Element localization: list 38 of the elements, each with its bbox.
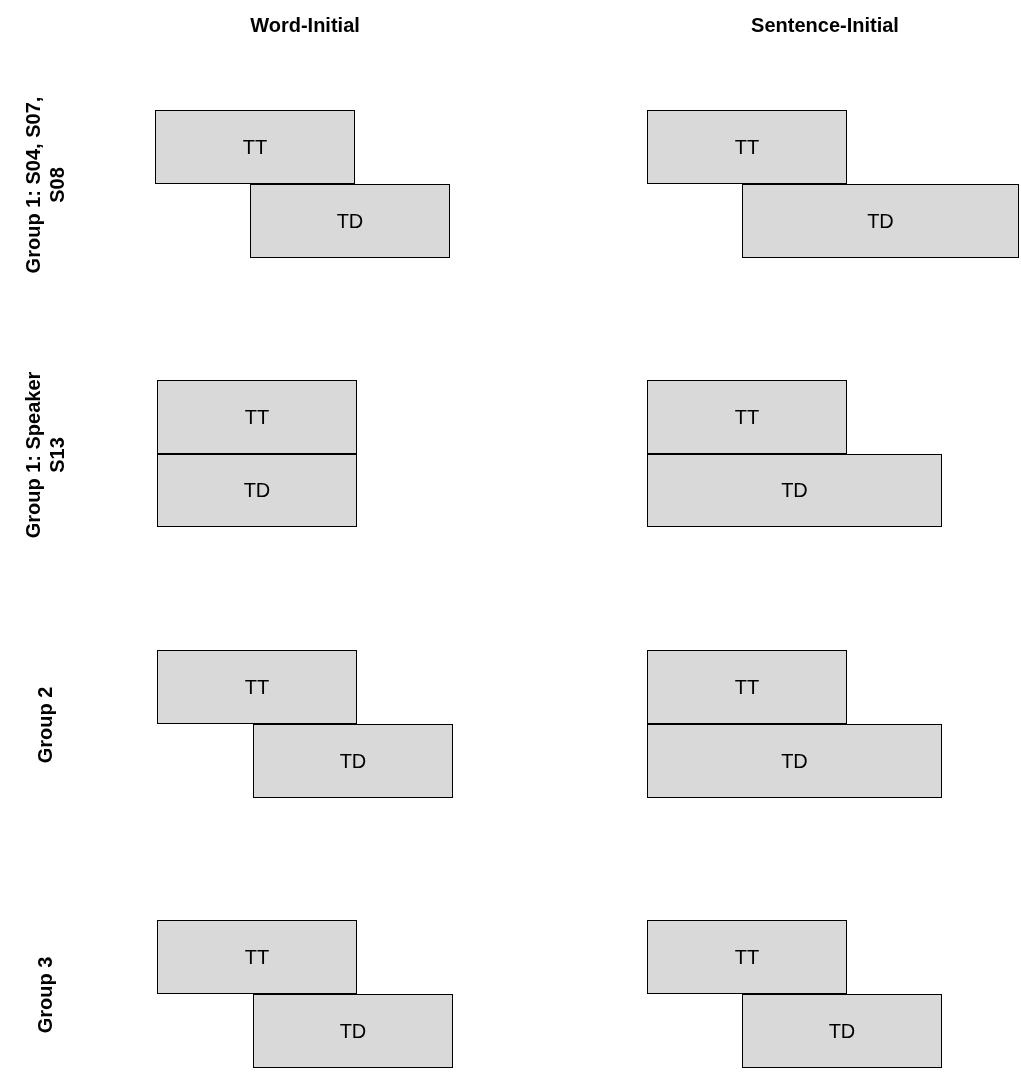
row-heading: Group 1: S04, S07, S08 (21, 95, 69, 276)
duration-bar (157, 920, 357, 994)
column-heading: Sentence-Initial (750, 14, 900, 37)
duration-bar (647, 920, 847, 994)
bar-label: TT (734, 675, 760, 699)
bar-label: TT (242, 135, 268, 159)
bar-label: TD (781, 479, 808, 502)
row-heading: Group 2 (33, 685, 57, 766)
duration-bar (253, 724, 453, 798)
column-heading: Word-Initial (249, 14, 361, 37)
duration-bar (647, 650, 847, 724)
duration-bar (742, 184, 1019, 258)
row-heading: Group 1: Speaker S13 (21, 370, 69, 541)
duration-bar (250, 184, 450, 258)
bar-label: TD (243, 479, 271, 502)
bar-label: TT (244, 945, 270, 969)
duration-bar (157, 650, 357, 724)
row-heading: Group 3 (33, 955, 57, 1036)
duration-bar (647, 724, 942, 798)
duration-bar (647, 380, 847, 454)
bar-label: TD (828, 1019, 856, 1043)
duration-bar (647, 454, 942, 527)
duration-bar (157, 380, 357, 454)
bar-label: TD (336, 209, 364, 233)
bar-label: TT (734, 945, 760, 969)
bar-label: TT (734, 135, 760, 159)
duration-bar (157, 454, 357, 527)
bar-label: TT (734, 405, 760, 429)
bar-label: TT (244, 675, 270, 699)
duration-bar (253, 994, 453, 1068)
bar-label: TD (781, 749, 808, 773)
bar-label: TD (339, 749, 367, 773)
bar-label: TD (867, 209, 894, 233)
bar-label: TT (244, 405, 270, 429)
duration-bar (155, 110, 355, 184)
duration-bar (742, 994, 942, 1068)
duration-bar (647, 110, 847, 184)
bar-label: TD (339, 1019, 367, 1043)
